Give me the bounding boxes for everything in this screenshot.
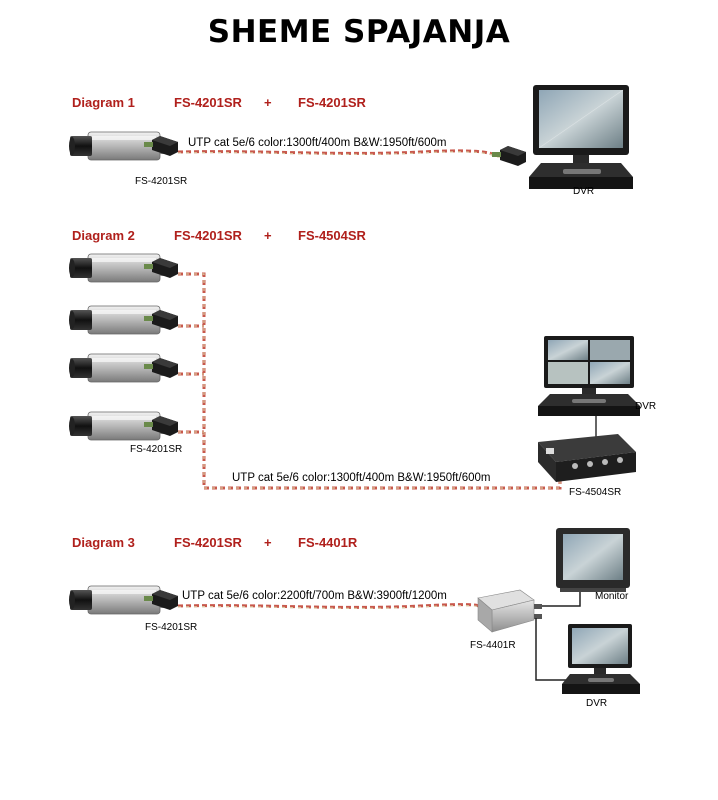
page-title: SHEME SPAJANJA: [207, 14, 511, 50]
diagram-1-dvr: [528, 84, 634, 190]
diagram-2-receiver-label: FS-4504SR: [569, 487, 622, 498]
diagram-3-camera-label: FS-4201SR: [145, 622, 198, 633]
diagram-3-cable-spec: UTP cat 5e/6 color:2200ft/700m B&W:3900f…: [182, 590, 447, 602]
diagram-2-dvr-label: DVR: [635, 401, 657, 412]
diagram-3-dvr: [562, 624, 640, 694]
diagram-2-device-b: FS-4504SR: [298, 228, 366, 243]
diagram-2-cables: [178, 272, 562, 490]
diagram-3-dvr-label: DVR: [586, 698, 608, 709]
diagram-2-plus: +: [264, 228, 272, 243]
diagram-1-cable-spec: UTP cat 5e/6 color:1300ft/400m B&W:1950f…: [188, 137, 447, 149]
diagram-2-camera-1: [68, 253, 178, 283]
diagram-2-label: Diagram 2: [72, 228, 135, 243]
diagram-3-receiver-label: FS-4401R: [470, 640, 516, 651]
diagram-1-device-a: FS-4201SR: [174, 95, 242, 110]
diagram-3-plus: +: [264, 535, 272, 550]
diagram-1-cable: [177, 149, 501, 158]
diagram-3-receiver: [477, 589, 542, 633]
diagram-1-camera-label: FS-4201SR: [135, 176, 188, 187]
diagram-2-device-a: FS-4201SR: [174, 228, 242, 243]
diagram-2-camera-label: FS-4201SR: [130, 444, 183, 455]
diagram-3-camera: [68, 585, 178, 615]
diagram-3-monitor-label: Monitor: [595, 591, 629, 602]
diagram-2-camera-4: [68, 411, 178, 441]
diagram-2-camera-3: [68, 353, 178, 383]
diagram-1-camera: [68, 131, 178, 161]
diagram-3-device-a: FS-4201SR: [174, 535, 242, 550]
diagram-2-receiver: [538, 434, 636, 482]
diagram-1-device-b: FS-4201SR: [298, 95, 366, 110]
diagram-1-plus: +: [264, 95, 272, 110]
diagram-2-camera-2: [68, 305, 178, 335]
diagram-2-dvr: [538, 336, 640, 416]
diagram-1-label: Diagram 1: [72, 95, 135, 110]
diagram-3-monitor: [556, 528, 630, 592]
diagram-1-receiver-balun: [492, 146, 526, 166]
diagram-1-dvr-label: DVR: [573, 186, 595, 197]
diagram-3-label: Diagram 3: [72, 535, 135, 550]
diagram-2-cable-spec: UTP cat 5e/6 color:1300ft/400m B&W:1950f…: [232, 472, 491, 484]
diagram-3-device-b: FS-4401R: [298, 535, 358, 550]
